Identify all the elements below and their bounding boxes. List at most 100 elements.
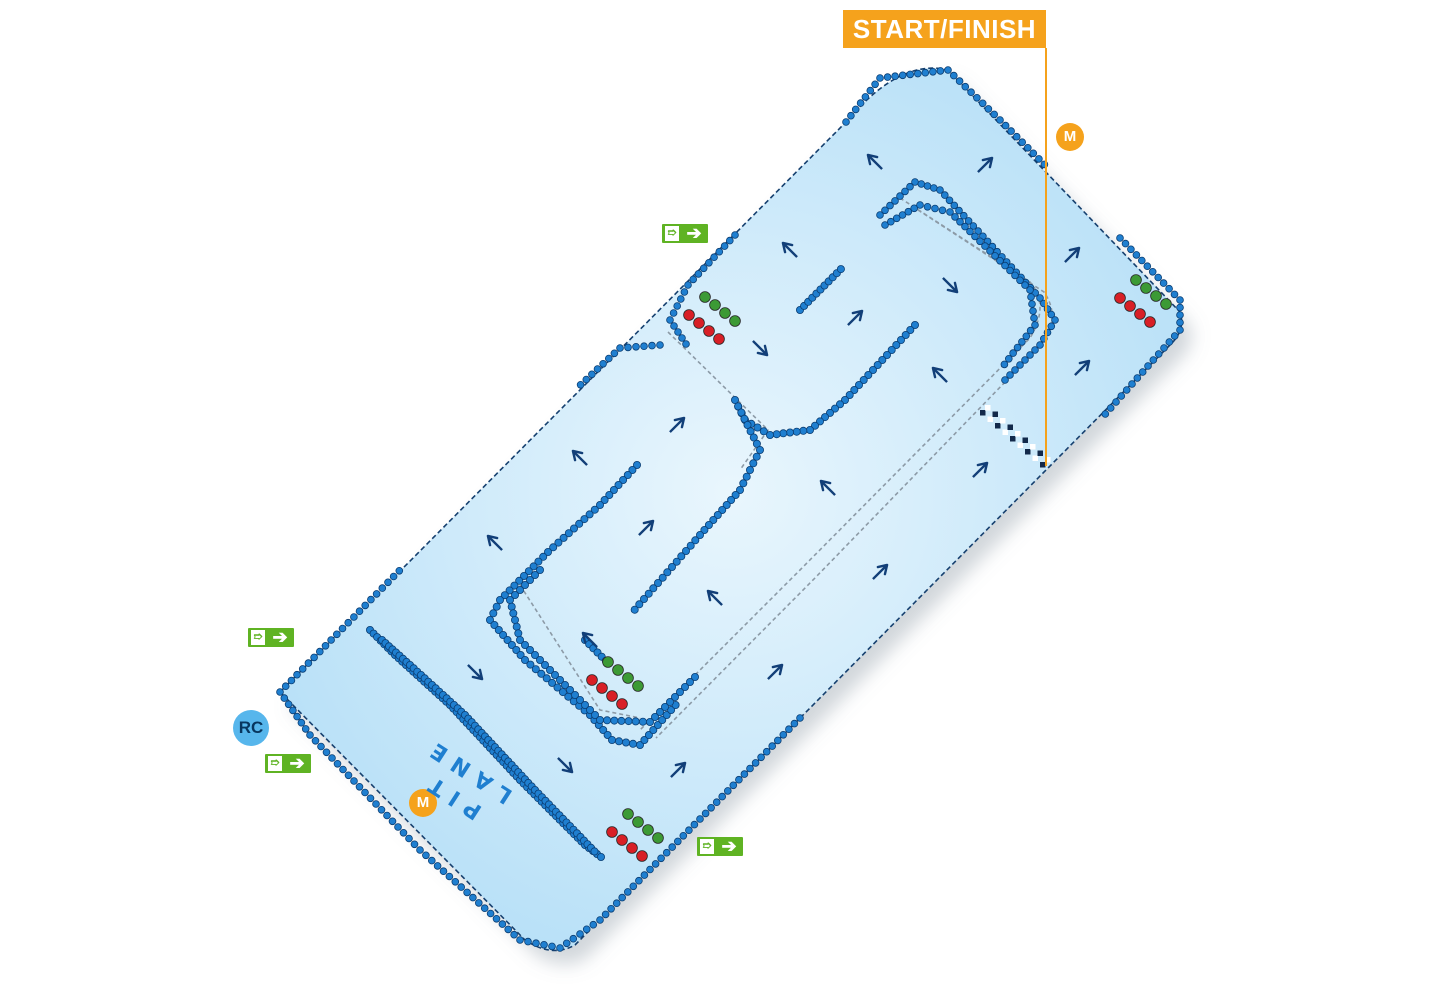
- barrier-tire: [633, 460, 642, 469]
- barrier-tire: [546, 666, 555, 675]
- emergency-exit-sign: ➱ ➔: [248, 628, 294, 647]
- barrier-tire: [950, 201, 959, 210]
- barrier-tire: [355, 607, 364, 615]
- barrier-tire: [332, 630, 341, 639]
- checker-square: [985, 405, 991, 411]
- barrier-tire: [668, 843, 676, 851]
- barrier-tire: [1001, 121, 1010, 130]
- barrier-tire: [623, 888, 632, 896]
- barrier-tire: [507, 641, 516, 650]
- barrier-tire: [581, 701, 590, 710]
- checker-square: [1002, 429, 1008, 435]
- red-light: [636, 850, 648, 862]
- barrier-tire: [377, 805, 386, 814]
- barrier-tire: [756, 445, 765, 454]
- barrier-tire: [759, 427, 768, 436]
- green-light: [1130, 274, 1142, 286]
- barrier-tire: [399, 828, 408, 837]
- barrier-tire: [727, 495, 736, 504]
- barrier-tire: [1176, 311, 1184, 319]
- barrier-tire: [956, 218, 964, 226]
- barrier-tire: [498, 920, 507, 928]
- barrier-tire: [601, 910, 610, 919]
- barrier-tire: [773, 736, 782, 745]
- barrier-tire: [495, 596, 504, 605]
- barrier-tire: [297, 718, 306, 727]
- barrier-tire: [298, 665, 307, 673]
- barrier-tire: [715, 247, 724, 256]
- barrier-tire: [1106, 404, 1115, 412]
- barrier-tire: [913, 69, 922, 78]
- barrier-tire: [327, 636, 335, 644]
- barrier-tire: [489, 609, 498, 618]
- barrier-tire: [677, 552, 686, 561]
- barrier-tire: [629, 882, 638, 891]
- direction-arrow-icon: [571, 449, 588, 466]
- barrier-tire: [640, 342, 648, 351]
- barrier-tire: [709, 516, 718, 525]
- barrier-tire: [772, 430, 781, 439]
- barrier-tire: [971, 232, 979, 241]
- checker-square: [995, 423, 1001, 429]
- barrier-tire: [556, 676, 565, 685]
- barrier-tire: [1176, 326, 1184, 334]
- emergency-exit-icon: ➱: [700, 839, 714, 854]
- barrier-tire: [654, 579, 663, 588]
- checker-square: [1022, 437, 1028, 443]
- barrier-tire: [749, 433, 758, 442]
- barrier-tire: [1000, 360, 1009, 369]
- barrier-tire: [597, 853, 606, 862]
- barrier-tire: [955, 77, 964, 85]
- barrier-tire: [740, 770, 749, 778]
- direction-arrow-icon: [977, 156, 994, 173]
- barrier-tire: [984, 105, 993, 113]
- barrier-tire: [1138, 256, 1146, 265]
- barrier-tire: [742, 472, 751, 481]
- barrier-tire: [876, 74, 884, 82]
- barrier-tire: [816, 417, 825, 426]
- barrier-tire: [699, 264, 708, 273]
- barrier-tire: [1047, 310, 1056, 319]
- barrier-tire: [945, 196, 954, 205]
- barrier-tire: [566, 686, 575, 695]
- barrier-tire: [512, 646, 521, 655]
- barrier-tire: [686, 678, 695, 687]
- barrier-tire: [855, 380, 864, 389]
- barrier-tire: [608, 736, 617, 745]
- barrier-tire: [661, 703, 670, 712]
- barrier-tire: [540, 940, 548, 949]
- checker-square: [1007, 424, 1013, 430]
- barrier-tire: [629, 739, 638, 748]
- barrier-tire: [743, 420, 752, 429]
- barrier-tire: [521, 656, 530, 665]
- barrier-tire: [384, 578, 392, 587]
- barrier-tire: [961, 222, 969, 231]
- barrier-tire: [614, 480, 623, 489]
- barrier-tire: [531, 665, 540, 674]
- barrier-tire: [649, 726, 658, 735]
- barrier-tire: [559, 533, 568, 542]
- green-light: [699, 291, 711, 303]
- barrier-tire: [648, 341, 656, 350]
- barrier-tire: [1006, 371, 1014, 379]
- direction-arrow-icon: [467, 664, 484, 681]
- barrier-tire: [836, 400, 845, 409]
- barrier-tire: [549, 543, 558, 552]
- barrier-tire: [938, 206, 947, 215]
- barrier-tire: [851, 105, 860, 114]
- barrier-tire: [562, 939, 571, 948]
- barrier-tire: [679, 831, 688, 840]
- barrier-tire: [725, 236, 734, 245]
- barrier-tire: [542, 674, 551, 683]
- barrier-tire: [556, 944, 564, 952]
- barrier-tire: [749, 459, 758, 468]
- barrier-tire: [779, 730, 788, 739]
- barrier-tire: [662, 711, 671, 720]
- barrier-tire: [696, 531, 705, 540]
- barrier-tire: [1047, 322, 1056, 331]
- barrier-tire: [901, 187, 909, 196]
- barrier-tire: [1149, 356, 1158, 364]
- barrier-tire: [596, 916, 604, 924]
- barrier-tire: [704, 521, 713, 530]
- barrier-tire: [731, 490, 740, 499]
